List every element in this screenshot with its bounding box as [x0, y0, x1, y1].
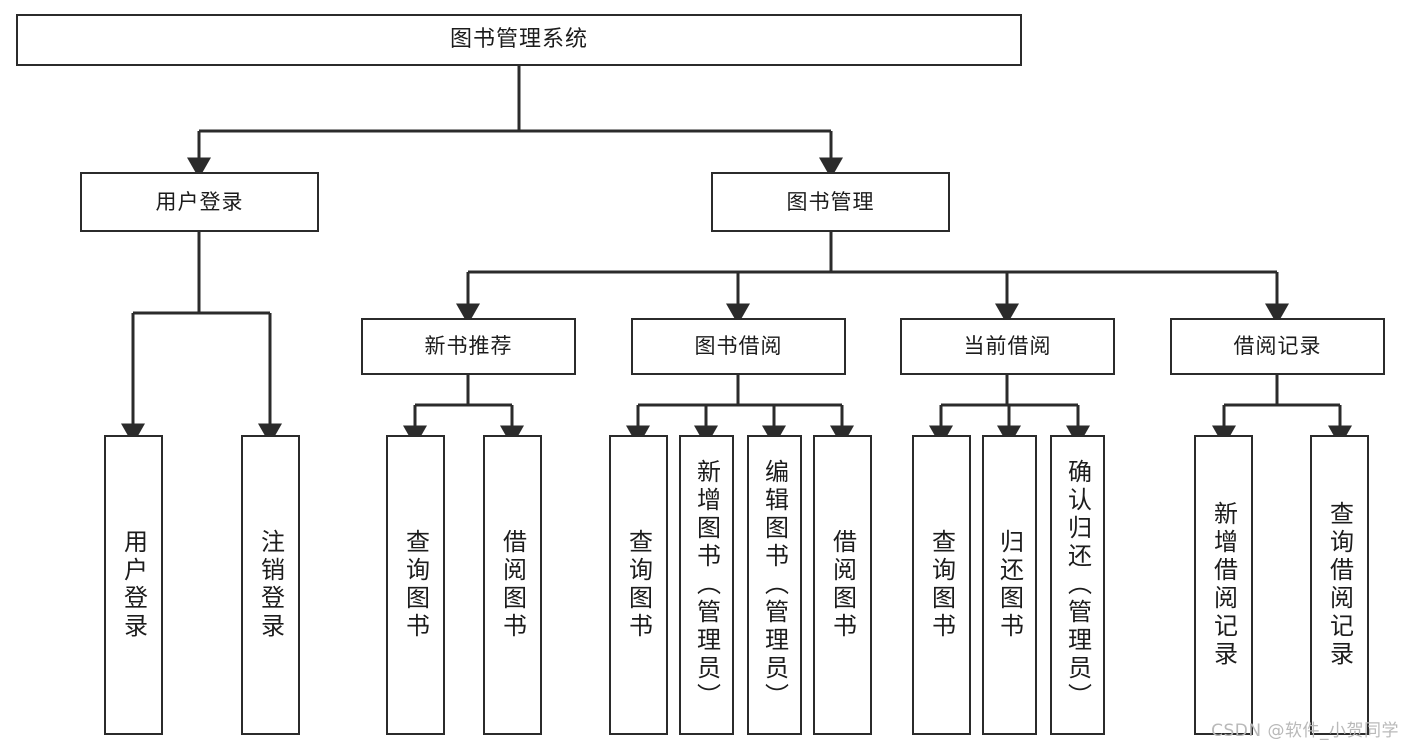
leaf-user-login[interactable]: 用户登录 [104, 435, 163, 735]
node-current-borrow[interactable]: 当前借阅 [900, 318, 1115, 375]
node-label: 编辑图书（管理员） [760, 459, 789, 711]
node-label: 归还图书 [995, 529, 1024, 641]
leaf-add-borrow-record[interactable]: 新增借阅记录 [1194, 435, 1253, 735]
node-label: 查询借阅记录 [1325, 501, 1354, 669]
leaf-add-book-admin[interactable]: 新增图书（管理员） [679, 435, 734, 735]
node-label: 图书管理系统 [449, 27, 588, 53]
leaf-return-book[interactable]: 归还图书 [982, 435, 1037, 735]
node-user-login[interactable]: 用户登录 [80, 172, 319, 232]
node-label: 借阅记录 [1233, 334, 1322, 359]
leaf-query-book-current[interactable]: 查询图书 [912, 435, 971, 735]
node-label: 新增图书（管理员） [692, 459, 721, 711]
node-label: 查询图书 [624, 529, 653, 641]
leaf-borrow-book-newbook[interactable]: 借阅图书 [483, 435, 542, 735]
node-label: 借阅图书 [498, 529, 527, 641]
leaf-query-book-borrow[interactable]: 查询图书 [609, 435, 668, 735]
node-new-book-recommend[interactable]: 新书推荐 [361, 318, 576, 375]
node-label: 图书借阅 [694, 334, 783, 359]
node-root-system[interactable]: 图书管理系统 [16, 14, 1022, 66]
node-book-borrow[interactable]: 图书借阅 [631, 318, 846, 375]
leaf-edit-book-admin[interactable]: 编辑图书（管理员） [747, 435, 802, 735]
leaf-query-borrow-record[interactable]: 查询借阅记录 [1310, 435, 1369, 735]
node-label: 当前借阅 [963, 334, 1052, 359]
csdn-watermark: CSDN @软件_小贺同学 [1211, 721, 1399, 741]
node-label: 新书推荐 [424, 334, 513, 359]
node-borrow-record[interactable]: 借阅记录 [1170, 318, 1385, 375]
node-label: 借阅图书 [828, 529, 857, 641]
node-label: 注销登录 [256, 529, 285, 641]
leaf-query-book-newbook[interactable]: 查询图书 [386, 435, 445, 735]
node-label: 新增借阅记录 [1209, 501, 1238, 669]
node-label: 用户登录 [119, 529, 148, 641]
leaf-borrow-book-borrow[interactable]: 借阅图书 [813, 435, 872, 735]
leaf-logout[interactable]: 注销登录 [241, 435, 300, 735]
node-label: 确认归还（管理员） [1063, 459, 1092, 711]
node-label: 查询图书 [401, 529, 430, 641]
node-label: 查询图书 [927, 529, 956, 641]
node-label: 图书管理 [786, 189, 875, 214]
leaf-confirm-return-admin[interactable]: 确认归还（管理员） [1050, 435, 1105, 735]
node-label: 用户登录 [155, 189, 244, 214]
node-book-manage[interactable]: 图书管理 [711, 172, 950, 232]
